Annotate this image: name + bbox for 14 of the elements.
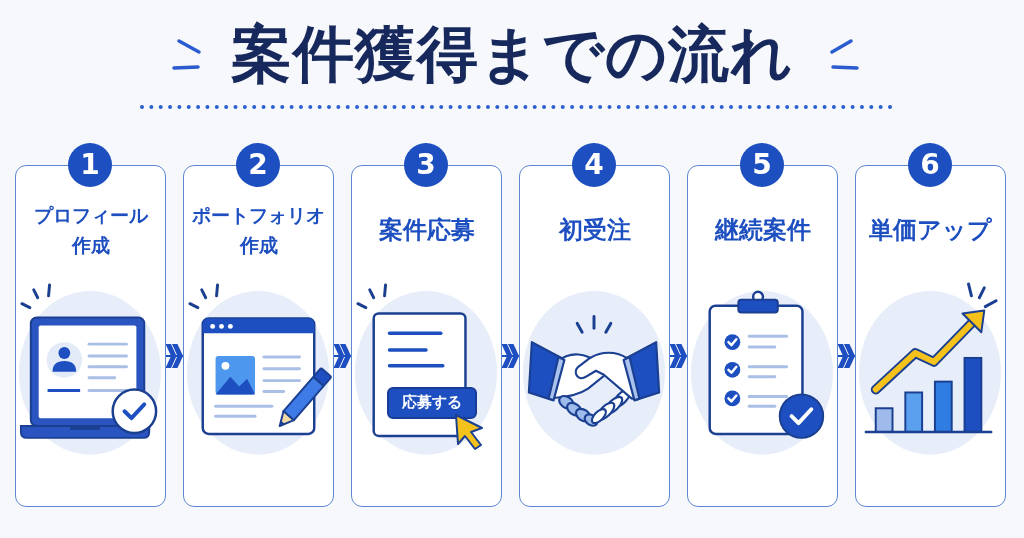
step-title: 初受注 bbox=[558, 215, 631, 245]
step-title: 単価アップ bbox=[869, 215, 992, 245]
step-title: 案件応募 bbox=[378, 215, 475, 245]
step-number: 2 bbox=[236, 143, 280, 187]
step-number: 1 bbox=[68, 143, 112, 187]
step-title: プロフィール作成 bbox=[32, 203, 149, 258]
step-title: 継続案件 bbox=[714, 215, 811, 245]
step-number: 5 bbox=[740, 143, 784, 187]
step-number: 4 bbox=[572, 143, 616, 187]
step-number: 6 bbox=[908, 143, 952, 187]
apply-button: 応募する bbox=[386, 386, 477, 419]
step-title: ポートフォリオ作成 bbox=[191, 203, 326, 258]
step-number: 3 bbox=[404, 143, 448, 187]
title: 案件獲得までの流れ bbox=[231, 22, 793, 86]
